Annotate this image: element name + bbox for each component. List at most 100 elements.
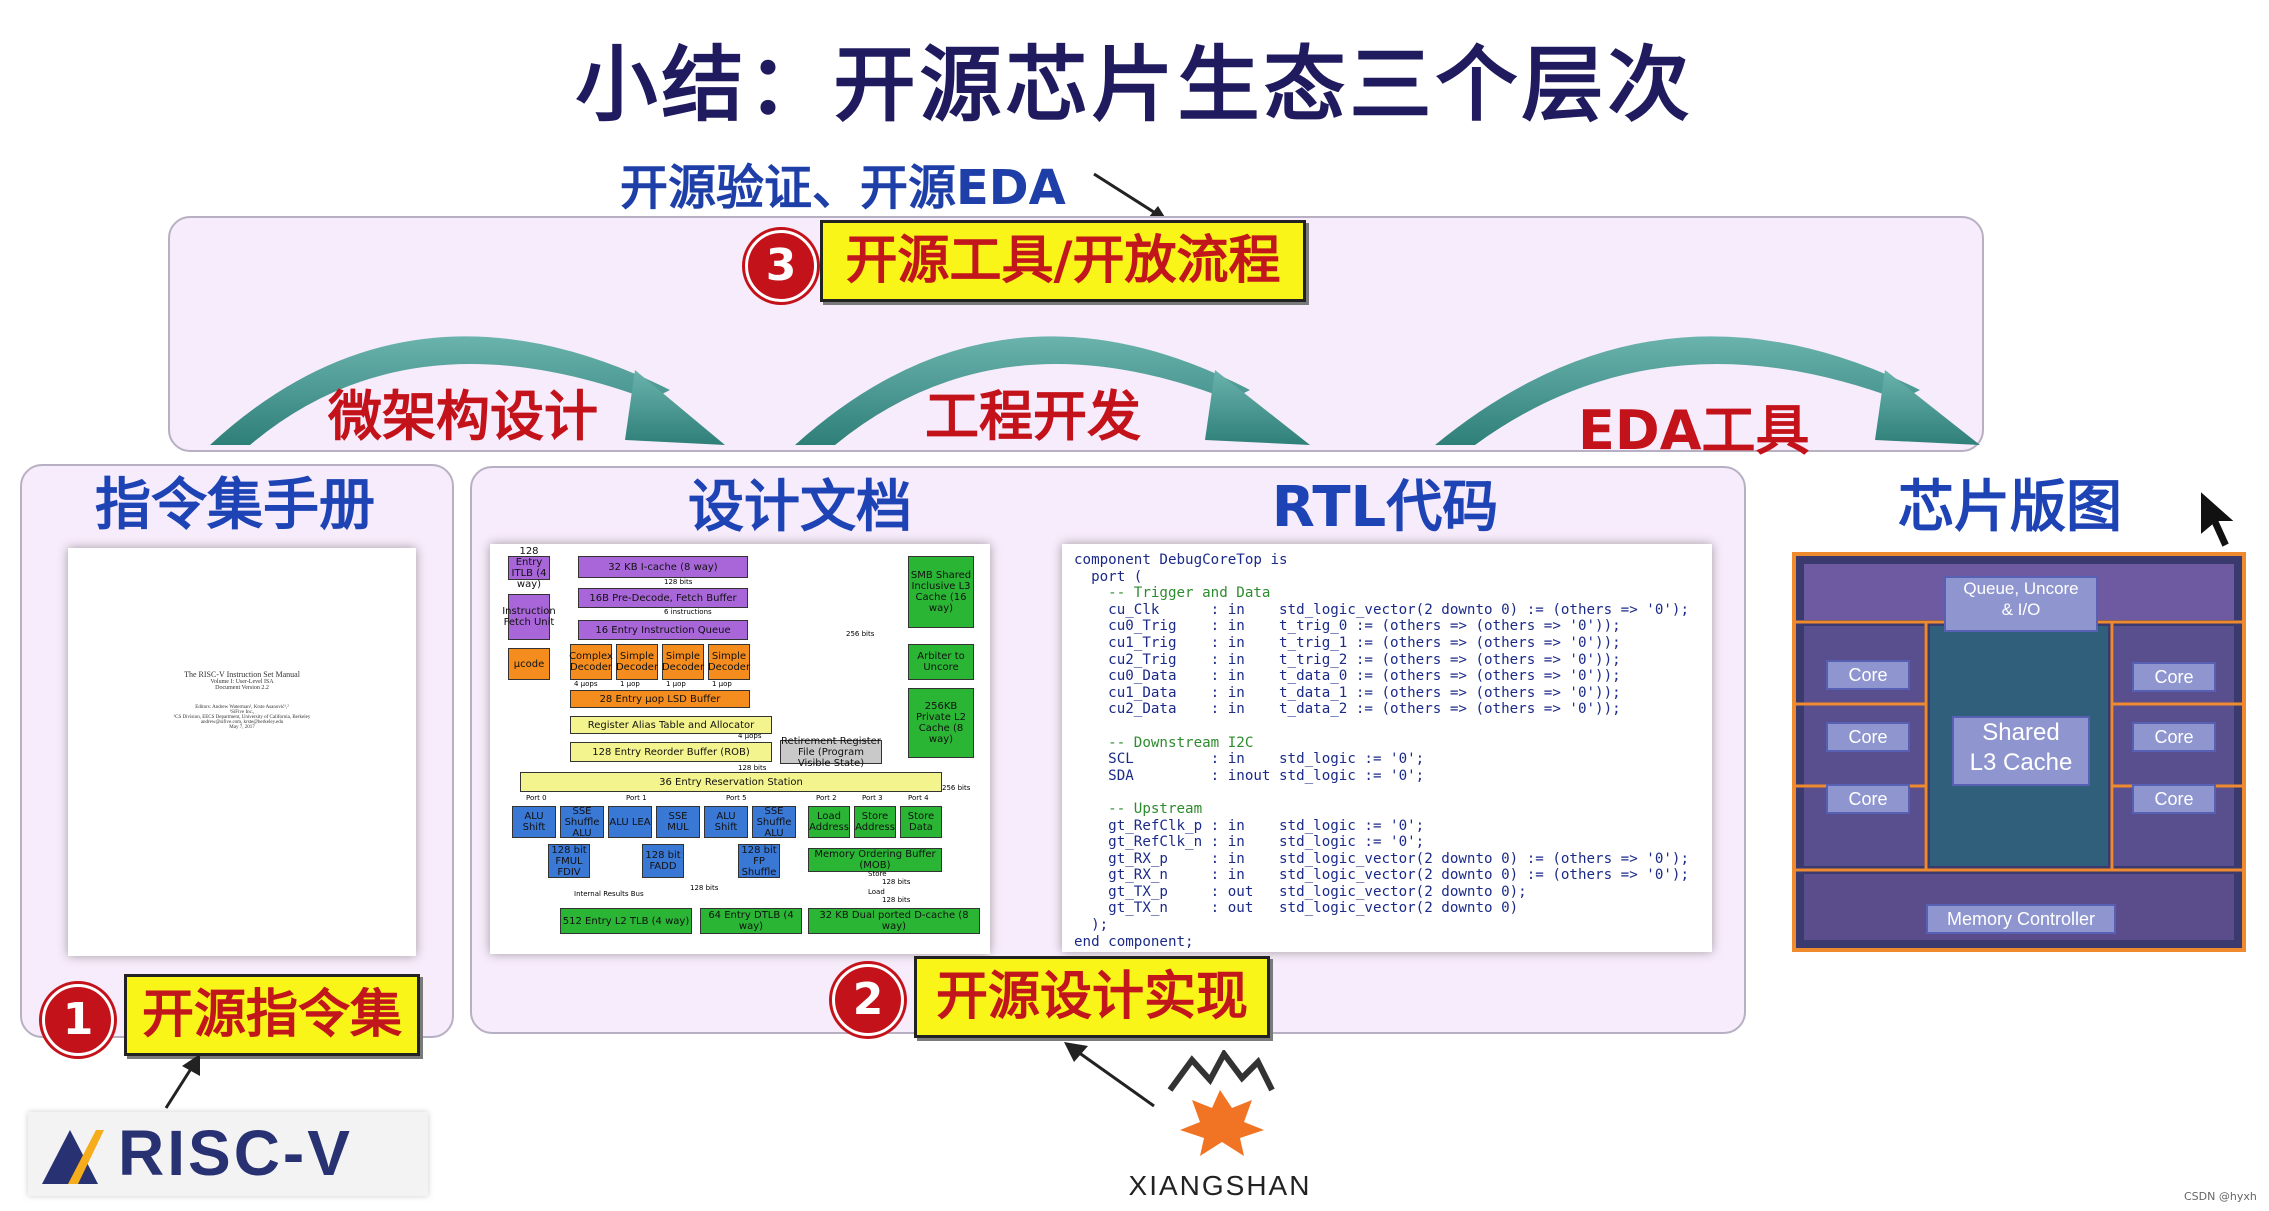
note-256-bits: 256 bits [846, 630, 875, 638]
block-ucode: µcode [508, 648, 550, 680]
cover-emails: andrew@sifive.com, krste@berkeley.edu [200, 720, 284, 725]
note-rs-width: 128 bits [738, 764, 767, 772]
die-label-core: Core [1826, 660, 1910, 690]
note-rat-uops: 4 µops [738, 732, 762, 740]
block-instruction-queue: 16 Entry Instruction Queue [578, 620, 748, 640]
note-load-width: 128 bits [882, 896, 911, 904]
code-line: cu0_Data : in t_data_0 := (others => (ot… [1074, 668, 1621, 685]
block-rob: 128 Entry Reorder Buffer (ROB) [570, 742, 772, 762]
code-line: port ( [1074, 568, 1143, 585]
code-line: gt_RefClk_n : in std_logic := '0'; [1074, 834, 1425, 851]
code-line [1074, 718, 1700, 735]
code-line: end component; [1074, 933, 1194, 950]
heading-rtl-code: RTL代码 [1271, 475, 1499, 540]
label-port-3: Port 3 [862, 794, 883, 802]
note-load: Load [868, 888, 885, 896]
block-store-address: Store Address [854, 806, 896, 838]
note-complex-uops: 4 µops [574, 680, 598, 688]
block-l2-cache: 256KB Private L2 Cache (8 way) [908, 688, 974, 758]
heading-chip-layout: 芯片版图 [1898, 475, 2122, 540]
riscv-logo: RISC-V [28, 1112, 428, 1196]
slide-title: 小结：开源芯片生态三个层次 [575, 38, 1694, 133]
chip-die-shot: Queue, Uncore & I/O Core Core Core Core … [1792, 552, 2246, 952]
design-doc-diagram: 128 Entry ITLB (4 way) 32 KB I-cache (8 … [490, 544, 990, 954]
code-line: gt_RefClk_p : in std_logic := '0'; [1074, 817, 1425, 834]
riscv-wordmark: RISC-V [118, 1117, 353, 1189]
block-sse-shuffle-0: SSE Shuffle ALU [560, 806, 604, 839]
cover-editors: Editors: Andrew Waterman¹, Krste Asanovi… [195, 705, 289, 710]
watermark: CSDN @hyxh [2184, 1190, 2257, 1203]
die-label-core: Core [2132, 722, 2216, 752]
label-port-1: Port 1 [626, 794, 647, 802]
block-arbiter: Arbiter to Uncore [908, 644, 974, 680]
level-1-badge: 开源指令集 [124, 974, 420, 1056]
xiangshan-wordmark: XIANGSHAN [1128, 1170, 1312, 1201]
note-simple-uop-1: 1 µop [620, 680, 640, 688]
cover-title: The RISC-V Instruction Set Manual [184, 670, 300, 679]
cover-affiliation-2: ²CS Division, EECS Department, Universit… [173, 715, 311, 720]
block-dcache: 32 KB Dual ported D-cache (8 way) [808, 908, 980, 934]
block-sse-mul: SSE MUL [656, 806, 700, 838]
die-label-core: Core [1826, 784, 1910, 814]
block-fetch-unit: Instruction Fetch Unit [502, 594, 556, 640]
level-2-badge: 开源设计实现 [914, 956, 1270, 1038]
block-alu-shift-0: ALU Shift [512, 806, 556, 838]
block-fadd: 128 bit FADD [642, 844, 684, 878]
xiangshan-logo-icon [1167, 1050, 1275, 1156]
level-3-badge: 开源工具/开放流程 [820, 220, 1306, 302]
code-comment: -- Downstream I2C [1074, 734, 1254, 751]
heading-design-docs: 设计文档 [688, 475, 912, 540]
note-store: Store [868, 870, 887, 878]
arrow-engineering [795, 336, 1310, 445]
code-line: SCL : in std_logic := '0'; [1074, 751, 1425, 768]
note-simple-uop-2: 1 µop [666, 680, 686, 688]
block-rat: Register Alias Table and Allocator [570, 716, 772, 734]
level-1-number: 1 [42, 984, 114, 1056]
code-line: gt_RX_p : in std_logic_vector(2 downto 0… [1074, 850, 1689, 867]
die-label-uncore: Queue, Uncore & I/O [1944, 576, 2098, 632]
code-line: ); [1074, 917, 1109, 934]
block-retirement-rf: Retirement Register File (Program Visibl… [780, 735, 882, 769]
riscv-pointer-arrow [164, 1054, 200, 1109]
code-line: cu1_Trig : in t_trig_1 := (others => (ot… [1074, 634, 1621, 651]
code-line [1074, 784, 1700, 801]
isa-manual-cover: The RISC-V Instruction Set Manual Volume… [68, 548, 416, 956]
arrow-label-engineering: 工程开发 [925, 385, 1141, 448]
arrow-label-eda: EDA工具 [1578, 399, 1810, 462]
code-line: cu0_Trig : in t_trig_0 := (others => (ot… [1074, 618, 1621, 635]
block-itlb: 128 Entry ITLB (4 way) [508, 546, 550, 590]
code-line: gt_TX_p : out std_logic_vector(2 downto … [1074, 883, 1527, 900]
code-comment: -- Upstream [1074, 800, 1203, 817]
arrow-eda [1435, 336, 1980, 445]
arrow-label-microarch: 微架构设计 [328, 385, 598, 448]
xiangshan-pointer-arrow [1064, 1042, 1155, 1108]
note-store-width: 128 bits [882, 878, 911, 886]
code-line: gt_RX_n : in std_logic_vector(2 downto 0… [1074, 867, 1689, 884]
code-line: cu2_Trig : in t_trig_2 := (others => (ot… [1074, 651, 1621, 668]
block-mob: Memory Ordering Buffer (MOB) [808, 848, 942, 872]
label-port-0: Port 0 [526, 794, 547, 802]
cover-version: Document Version 2.2 [215, 685, 269, 691]
die-label-core: Core [2132, 662, 2216, 692]
label-internal-bus: Internal Results Bus [574, 890, 644, 898]
cover-affiliation-1: ¹SiFive Inc., [229, 710, 255, 715]
cover-volume: Volume I: User-Level ISA [210, 679, 274, 685]
level3-subtitle: 开源验证、开源EDA [620, 160, 1066, 216]
block-predecode: 16B Pre-Decode, Fetch Buffer [578, 588, 748, 608]
code-line: SDA : inout std_logic := '0'; [1074, 767, 1425, 784]
code-line: gt_TX_n : out std_logic_vector(2 downto … [1074, 900, 1519, 917]
block-simple-decoder-1: Simple Decoder [616, 644, 658, 680]
block-l3-cache: SMB Shared Inclusive L3 Cache (16 way) [908, 556, 974, 628]
label-port-4: Port 4 [908, 794, 929, 802]
note-icache-width: 128 bits [664, 578, 693, 586]
level-2-number: 2 [832, 964, 904, 1036]
heading-isa-manual: 指令集手册 [95, 473, 375, 538]
block-store-data: Store Data [900, 806, 942, 838]
block-fmul-fdiv: 128 bit FMUL FDIV [548, 844, 590, 878]
code-line: cu1_Data : in t_data_1 := (others => (ot… [1074, 684, 1621, 701]
block-dtlb: 64 Entry DTLB (4 way) [700, 908, 802, 934]
block-fp-shuffle: 128 bit FP Shuffle [738, 844, 780, 878]
block-icache: 32 KB I-cache (8 way) [578, 556, 748, 578]
rtl-code-snippet: component DebugCoreTop is port ( -- Trig… [1062, 544, 1712, 952]
block-load-address: Load Address [808, 806, 850, 838]
